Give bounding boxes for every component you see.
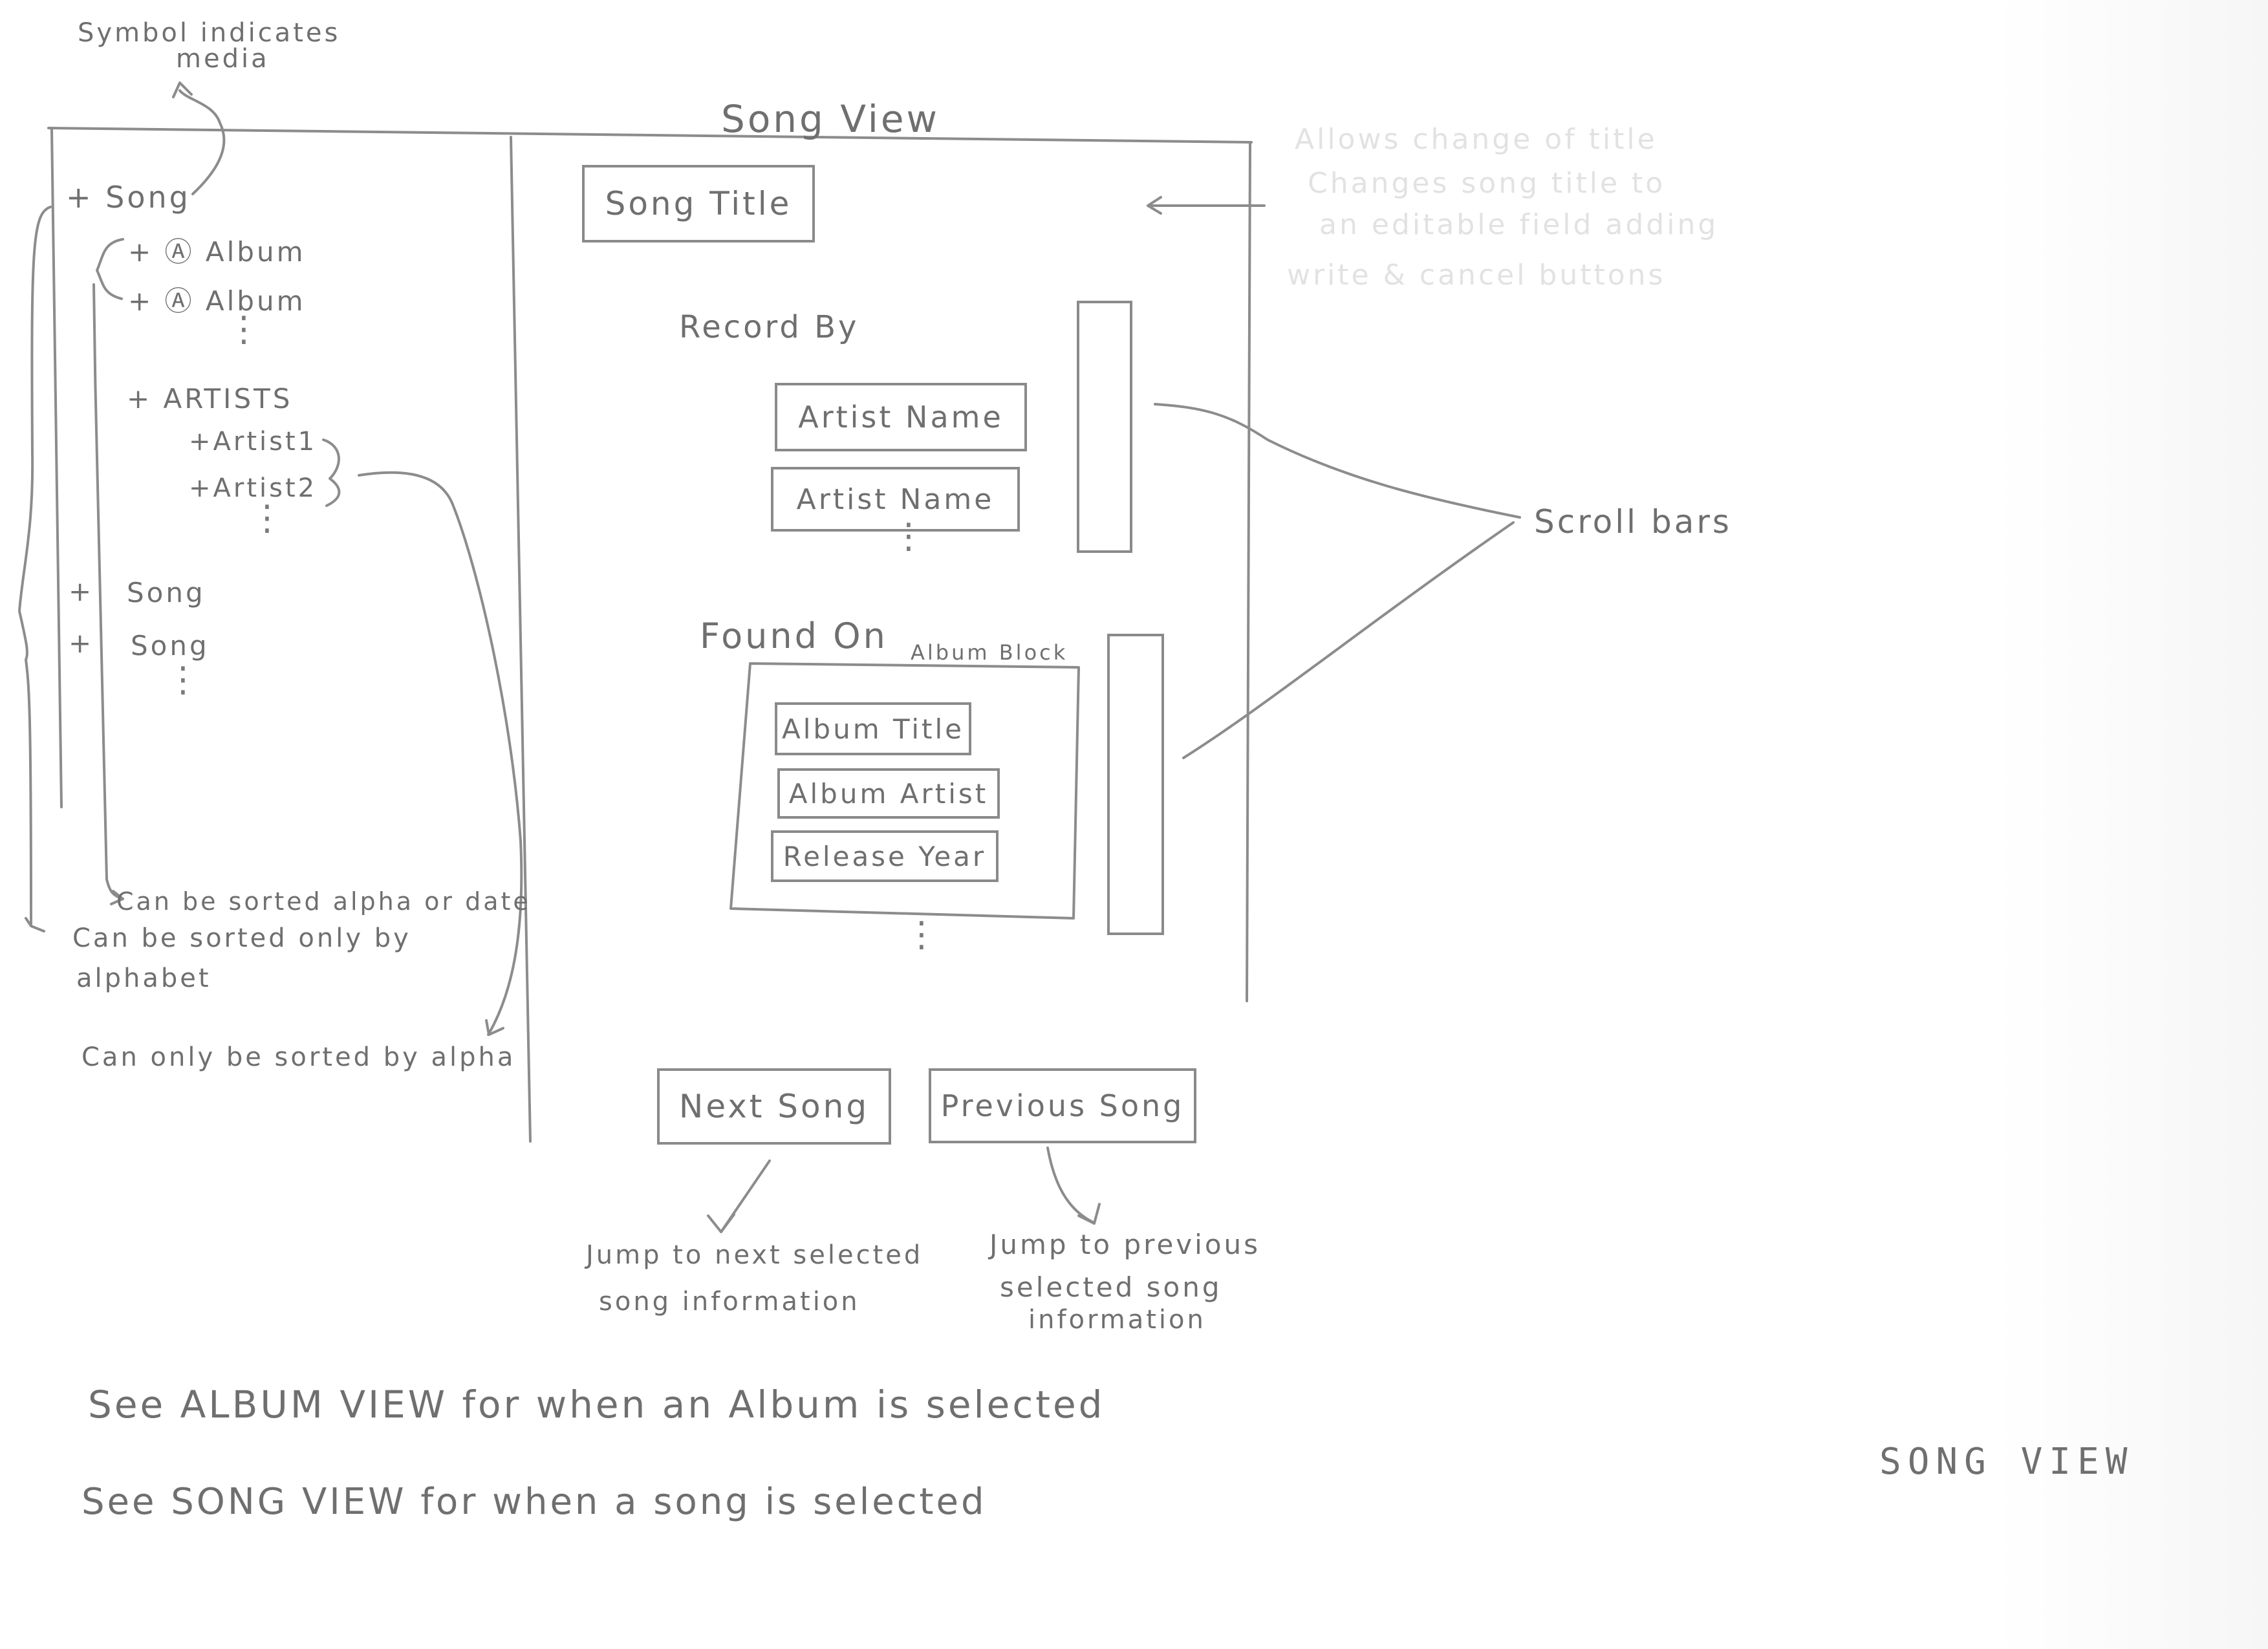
page-label: SONG VIEW bbox=[1879, 1441, 2134, 1483]
tree-item-song[interactable]: Song bbox=[127, 577, 206, 609]
ellipsis-dots: ⋮ bbox=[226, 308, 261, 349]
found-on-heading: Found On bbox=[700, 616, 888, 656]
scroll-bars-label: Scroll bars bbox=[1534, 503, 1732, 541]
scrollbar-record-by[interactable] bbox=[1077, 301, 1132, 553]
next-note-line2: song information bbox=[599, 1287, 860, 1317]
album-artist-field[interactable]: Album Artist bbox=[777, 768, 1000, 819]
scrollbar-found-on[interactable] bbox=[1107, 634, 1164, 935]
next-song-button[interactable]: Next Song bbox=[657, 1068, 891, 1145]
sort-note-albums: Can be sorted alpha or date bbox=[116, 887, 531, 916]
sort-note-songs-line1: Can be sorted only by bbox=[72, 923, 411, 953]
previous-song-button[interactable]: Previous Song bbox=[929, 1068, 1196, 1143]
sort-note-artists: Can only be sorted by alpha bbox=[81, 1042, 516, 1072]
faint-note-line2: Changes song title to bbox=[1308, 167, 1666, 200]
footer-album-view-note: See ALBUM VIEW for when an Album is sele… bbox=[88, 1383, 1105, 1427]
media-note-line1: Symbol indicates bbox=[78, 18, 341, 48]
faint-note-line1: Allows change of title bbox=[1295, 123, 1658, 156]
footer-song-view-note: See SONG VIEW for when a song is selecte… bbox=[81, 1481, 987, 1523]
media-note-line2: media bbox=[176, 44, 270, 74]
song-title-field[interactable]: Song Title bbox=[582, 165, 815, 242]
album-block-label: Album Block bbox=[911, 640, 1068, 665]
record-by-heading: Record By bbox=[679, 309, 859, 345]
tree-item-artist[interactable]: +Artist1 bbox=[189, 427, 318, 457]
tree-song-plus[interactable]: + bbox=[69, 576, 94, 607]
artist-name-field[interactable]: Artist Name bbox=[775, 383, 1027, 451]
next-note-line1: Jump to next selected bbox=[586, 1240, 923, 1270]
tree-item-artists[interactable]: + ARTISTS bbox=[127, 383, 293, 415]
ellipsis-dots: ⋮ bbox=[250, 497, 285, 538]
album-title-field[interactable]: Album Title bbox=[775, 702, 971, 755]
prev-note-line3: information bbox=[1028, 1305, 1206, 1335]
release-year-field[interactable]: Release Year bbox=[771, 830, 999, 882]
tree-item-album[interactable]: + Ⓐ Album bbox=[128, 236, 306, 268]
sort-note-songs-line2: alphabet bbox=[76, 964, 211, 993]
ellipsis-dots: ⋮ bbox=[166, 659, 200, 700]
ellipsis-dots: ⋮ bbox=[904, 914, 939, 954]
tree-item-song[interactable]: Song bbox=[131, 630, 210, 662]
tree-item-artist[interactable]: +Artist2 bbox=[189, 473, 318, 503]
panel-title: Song View bbox=[721, 97, 940, 141]
prev-note-line1: Jump to previous bbox=[989, 1229, 1261, 1260]
faint-note-line3: an editable field adding bbox=[1319, 208, 1719, 241]
ellipsis-dots: ⋮ bbox=[891, 515, 926, 556]
tree-item-song-root[interactable]: + Song bbox=[66, 180, 191, 215]
tree-song-plus[interactable]: + bbox=[69, 627, 94, 659]
prev-note-line2: selected song bbox=[1000, 1271, 1222, 1303]
tree-item-album[interactable]: + Ⓐ Album bbox=[128, 285, 306, 317]
artist-name-field[interactable]: Artist Name bbox=[771, 467, 1020, 532]
faint-note-line4: write & cancel buttons bbox=[1287, 259, 1666, 292]
